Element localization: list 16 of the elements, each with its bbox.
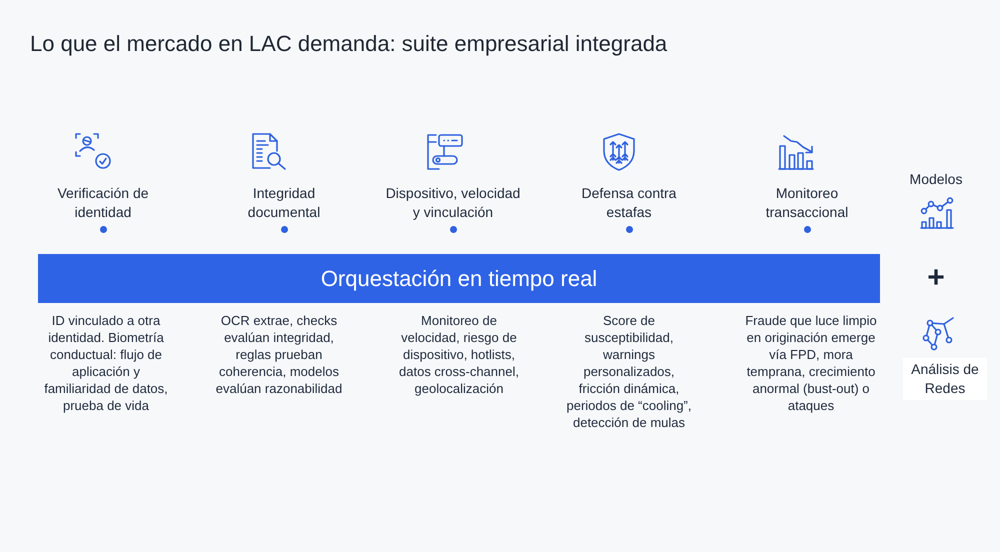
capability-heading: Dispositivo, velocidad y vinculación bbox=[384, 184, 522, 222]
capability-heading: Verificación de identidad bbox=[56, 184, 150, 222]
models-heading: Modelos bbox=[908, 170, 964, 189]
capability-heading: Defensa contra estafas bbox=[580, 184, 678, 222]
description-text: Score de susceptibilidad, warnings personalizados, fricción dinámica, periodos de “cooling”, detección de mulas bbox=[565, 312, 693, 431]
network-heading: Análisis de Redes bbox=[903, 358, 987, 400]
capability-heading: Monitoreo transaccional bbox=[764, 184, 850, 222]
orchestration-band bbox=[38, 254, 880, 303]
capability-heading: Integridad documental bbox=[246, 184, 322, 222]
description-text: ID vinculado a otra identidad. Biometría conductual: flujo de aplicación y familiaridad de datos, prueba de vida bbox=[43, 312, 169, 414]
plus-sign: + bbox=[926, 263, 946, 293]
band-title: Orquestación en tiempo real bbox=[320, 264, 598, 292]
title: Lo que el mercado en LAC demanda: suite empresarial integrada bbox=[30, 30, 668, 58]
description-text: Fraude que luce limpio en originación emerge vía FPD, mora temprana, crecimiento anormal (bust-out) o ataques bbox=[744, 312, 878, 414]
description-text: Monitoreo de velocidad, riesgo de dispositivo, hotlists, datos cross-channel, geolocalización bbox=[398, 312, 520, 397]
description-text: OCR extrae, checks evalúan integridad, reglas prueban coherencia, modelos evalúan razonabilidad bbox=[214, 312, 344, 397]
